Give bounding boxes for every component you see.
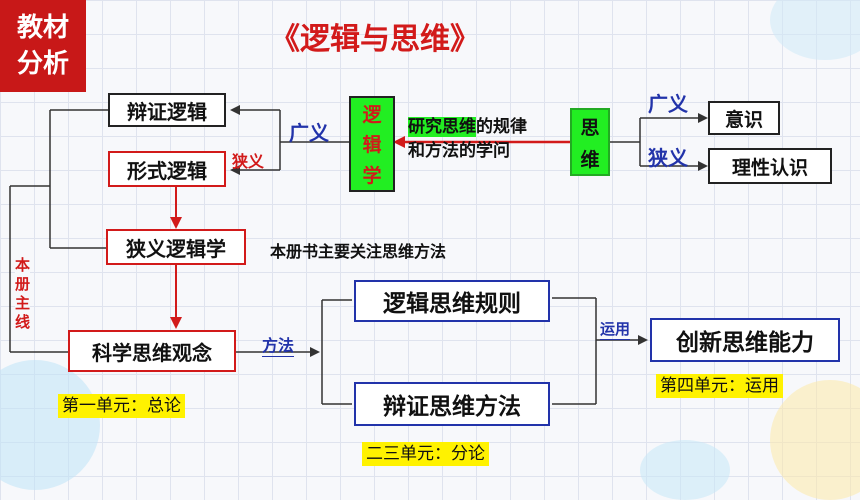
scientific-concept-box: 科学思维观念 <box>68 330 236 372</box>
main-line-char-2: 册 <box>15 275 31 293</box>
paint-blob-decor <box>770 380 860 500</box>
main-line-char-1: 本 <box>15 256 31 274</box>
page-title: 《逻辑与思维》 <box>270 22 480 57</box>
definition-text: 研究思维的规律 和方法的学问 <box>408 115 527 163</box>
corner-label-line2: 分析 <box>16 49 69 79</box>
logic-char-2: 辑 <box>362 134 382 157</box>
corner-label-line1: 教材 <box>16 13 69 43</box>
consciousness-box: 意识 <box>708 101 780 135</box>
definition-part1-rest: 的规律 <box>476 117 527 137</box>
narrow-label-left: 狭义 <box>232 152 265 171</box>
method-label: 方法 <box>262 332 295 357</box>
logic-vertical-box: 逻 辑 学 <box>349 96 395 192</box>
thinking-char-2: 维 <box>580 148 600 171</box>
innovation-ability-box: 创新思维能力 <box>650 318 840 362</box>
logic-char-3: 学 <box>362 165 382 188</box>
main-line-char-3: 主 <box>15 294 31 312</box>
thinking-vertical-box: 思 维 <box>570 108 610 176</box>
main-line-label: 本 册 主 线 <box>15 256 31 332</box>
focus-note: 本册书主要关注思维方法 <box>270 242 447 261</box>
dialectical-methods-box: 辩证思维方法 <box>354 382 550 426</box>
unit1-tag: 第一单元：总论 <box>58 394 185 418</box>
main-line-char-4: 线 <box>15 313 31 331</box>
corner-label: 教材 分析 <box>0 0 86 92</box>
broad-label-left: 广义 <box>289 121 329 145</box>
apply-label: 运用 <box>600 320 631 340</box>
definition-part2: 和方法的学问 <box>408 141 510 161</box>
paint-blob-decor <box>0 360 100 490</box>
broad-label-right: 广义 <box>648 92 688 116</box>
logic-rules-box: 逻辑思维规则 <box>354 280 550 322</box>
unit4-tag: 第四单元：运用 <box>656 374 783 398</box>
logic-char-1: 逻 <box>362 103 382 126</box>
definition-highlight: 研究思维 <box>408 117 476 137</box>
dialectical-logic-box: 辩证逻辑 <box>108 93 226 127</box>
narrow-logic-box: 狭义逻辑学 <box>106 229 246 265</box>
unit23-tag: 二三单元：分论 <box>362 442 489 466</box>
narrow-label-right: 狭义 <box>648 146 688 170</box>
connector-lines <box>9 105 708 405</box>
formal-logic-box: 形式逻辑 <box>108 151 226 187</box>
rational-cognition-box: 理性认识 <box>708 148 832 184</box>
thinking-char-1: 思 <box>580 116 600 139</box>
